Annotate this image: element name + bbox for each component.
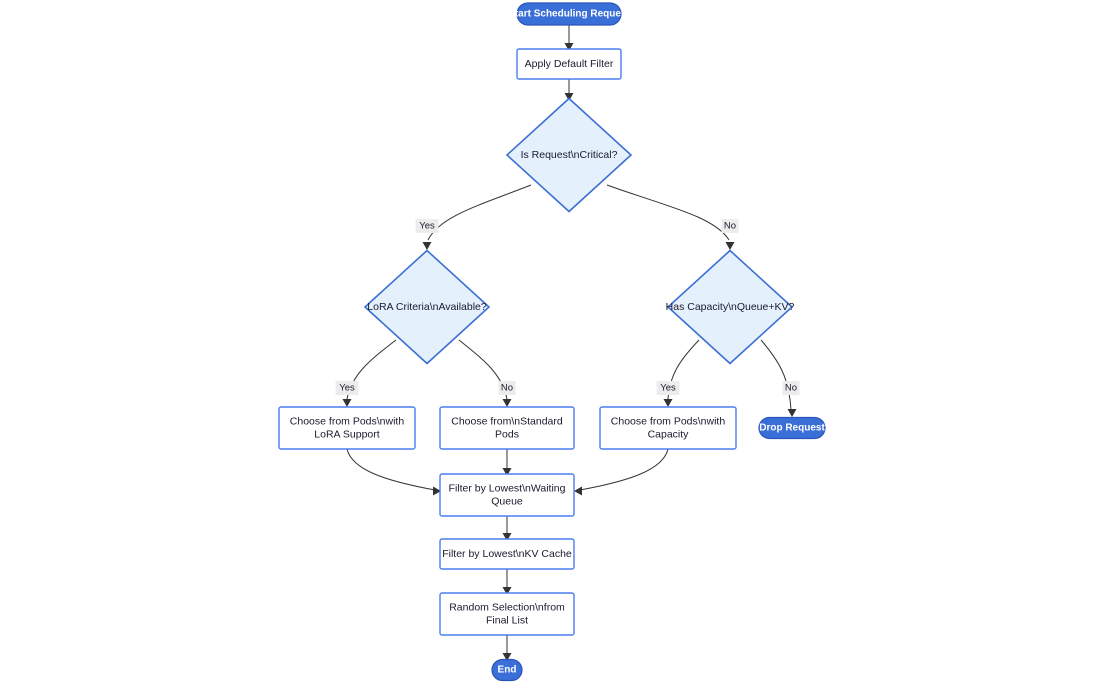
- node-apply_filter[interactable]: Apply Default Filter: [516, 48, 622, 80]
- node-end[interactable]: End: [491, 658, 523, 682]
- process-box[interactable]: [278, 406, 416, 450]
- node-label: End: [498, 665, 517, 676]
- arrow-head: [433, 486, 441, 496]
- node-label: Apply Default Filter: [525, 58, 614, 70]
- node-label: Pods: [495, 428, 519, 440]
- node-label: Choose from Pods\nwith: [611, 415, 726, 427]
- edge-is_critical-to-has_capacity: [606, 184, 735, 250]
- node-label: Choose from\nStandard: [451, 415, 563, 427]
- edge-label-text: Yes: [419, 221, 435, 232]
- process-box[interactable]: [516, 48, 622, 80]
- edge-label-no-pods_standard: No: [498, 381, 516, 395]
- node-label: Filter by Lowest\nKV Cache: [442, 548, 572, 560]
- edge-pods_capacity-to-filter_queue: [574, 448, 669, 496]
- edge-lora_criteria-to-pods_lora: [342, 339, 397, 407]
- edge-label-text: Yes: [339, 383, 355, 394]
- node-label: Has Capacity\nQueue+KV?: [666, 301, 795, 313]
- arrow-head: [564, 43, 574, 51]
- edge-has_capacity-to-drop_request: [760, 339, 797, 417]
- process-box[interactable]: [599, 406, 737, 450]
- node-label: LoRA Support: [314, 428, 379, 440]
- arrow-head: [564, 93, 574, 101]
- edge-label-background: [498, 381, 516, 395]
- arrow-head: [725, 242, 735, 250]
- edge-label-yes-lora_criteria: Yes: [415, 219, 439, 233]
- node-is_critical[interactable]: Is Request\nCritical?: [505, 97, 633, 213]
- edge-label-text: No: [785, 383, 797, 394]
- edge-pods_lora-to-filter_queue: [346, 448, 441, 496]
- process-box[interactable]: [439, 473, 575, 517]
- decision-diamond[interactable]: [666, 249, 794, 365]
- node-label: Is Request\nCritical?: [521, 149, 618, 161]
- edge-label-background: [782, 381, 800, 395]
- arrow-head: [502, 533, 512, 541]
- edges-layer: [342, 25, 797, 661]
- edge-label-background: [721, 219, 739, 233]
- node-has_capacity[interactable]: Has Capacity\nQueue+KV?: [666, 249, 795, 365]
- process-box[interactable]: [439, 592, 575, 636]
- node-drop_request[interactable]: Drop Request: [758, 416, 826, 440]
- node-label: Queue: [491, 495, 523, 507]
- edge-label-no-has_capacity: No: [721, 219, 739, 233]
- terminal-pill[interactable]: [758, 416, 826, 440]
- arrow-head: [502, 653, 512, 661]
- edge-has_capacity-to-pods_capacity: [663, 339, 700, 407]
- edge-label-text: No: [724, 221, 736, 232]
- decision-diamond[interactable]: [505, 97, 633, 213]
- node-label: Final List: [486, 614, 528, 626]
- edge-pods_standard-to-filter_queue: [502, 449, 512, 476]
- edge-apply_filter-to-is_critical: [564, 79, 574, 101]
- node-label: Random Selection\nfrom: [449, 601, 565, 613]
- node-label: LoRA Criteria\nAvailable?: [367, 301, 487, 313]
- edge-label-background: [335, 381, 359, 395]
- node-label: Filter by Lowest\nWaiting: [449, 482, 566, 494]
- edge-lora_criteria-to-pods_standard: [458, 339, 512, 407]
- process-box[interactable]: [439, 406, 575, 450]
- node-label: Capacity: [648, 428, 690, 440]
- terminal-pill[interactable]: [516, 2, 622, 26]
- edge-label-text: Yes: [660, 383, 676, 394]
- node-label: Drop Request: [759, 423, 825, 434]
- edge-start-to-apply_filter: [564, 25, 574, 51]
- arrow-head: [422, 242, 432, 250]
- arrow-head: [502, 399, 512, 407]
- arrow-head: [663, 399, 673, 407]
- edge-label-no-drop_request: No: [782, 381, 800, 395]
- edge-label-background: [415, 219, 439, 233]
- edge-is_critical-to-lora_criteria: [422, 184, 532, 250]
- arrow-head: [502, 587, 512, 595]
- arrow-head: [787, 409, 797, 417]
- node-start[interactable]: Start Scheduling Request: [508, 2, 631, 26]
- edge-label-yes-pods_capacity: Yes: [656, 381, 680, 395]
- edge-label-yes-pods_lora: Yes: [335, 381, 359, 395]
- terminal-pill[interactable]: [491, 658, 523, 682]
- node-label: Choose from Pods\nwith: [290, 415, 405, 427]
- node-label: Start Scheduling Request: [508, 9, 630, 20]
- arrow-head: [574, 486, 582, 496]
- process-box[interactable]: [439, 538, 575, 570]
- node-lora_criteria[interactable]: LoRA Criteria\nAvailable?: [363, 249, 491, 365]
- edge-filter_kv-to-random_selection: [502, 569, 512, 595]
- node-filter_kv[interactable]: Filter by Lowest\nKV Cache: [439, 538, 575, 570]
- edge-label-background: [656, 381, 680, 395]
- edge-label-text: No: [501, 383, 513, 394]
- edge-random_selection-to-end: [502, 635, 512, 661]
- arrow-head: [502, 468, 512, 476]
- edge-filter_queue-to-filter_kv: [502, 516, 512, 541]
- arrow-head: [342, 399, 352, 407]
- decision-diamond[interactable]: [363, 249, 491, 365]
